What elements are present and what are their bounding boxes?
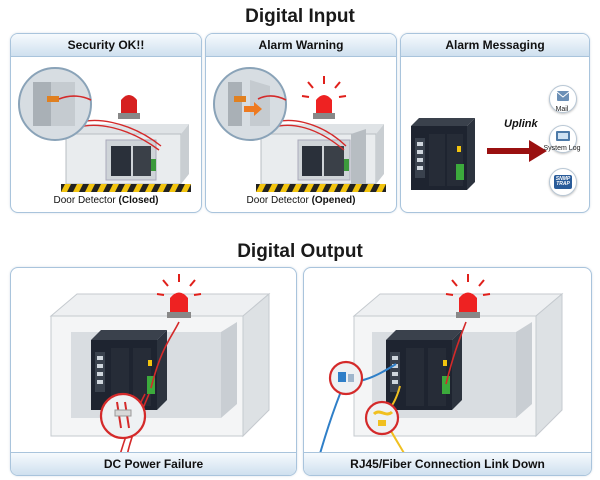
snmp-trap-icon: SNMP TRAP	[549, 168, 577, 196]
dc-power-failure-label: DC Power Failure	[11, 452, 296, 475]
alarm-messaging-illustration	[411, 118, 547, 190]
alarm-light-active-icon	[445, 274, 491, 318]
door-detector-label: Door Detector	[246, 195, 312, 206]
industrial-switch-icon	[386, 330, 462, 410]
alarm-light-icon	[118, 95, 140, 119]
alarm-warning-heading: Alarm Warning	[206, 34, 396, 57]
digital-output-title: Digital Output	[237, 241, 363, 262]
link-down-illustration	[313, 274, 564, 475]
door-opened-illustration	[213, 67, 386, 192]
mail-label: Mail	[555, 106, 569, 113]
industrial-switch-icon	[411, 118, 475, 190]
uplink-label: Uplink	[504, 118, 538, 130]
door-closed-caption: Door Detector (Closed)	[11, 195, 201, 206]
alarm-warning-panel: Alarm Warning	[205, 33, 397, 213]
door-state-opened: (Opened)	[311, 195, 356, 206]
dc-power-failure-panel: DC Power Failure	[10, 267, 297, 476]
link-down-panel: RJ45/Fiber Connection Link Down	[303, 267, 592, 476]
mail-icon	[549, 85, 577, 113]
alarm-messaging-panel: Alarm Messaging Uplink Mail System Log	[400, 33, 590, 213]
snmp-trap-text: SNMP TRAP	[555, 176, 571, 187]
alarm-light-active-icon	[156, 274, 202, 318]
door-detector-label: Door Detector	[53, 195, 119, 206]
digital-input-title: Digital Input	[245, 6, 355, 27]
security-ok-panel: Security OK!! Do	[10, 33, 202, 213]
system-log-label: System Log	[543, 145, 581, 152]
door-opened-caption: Door Detector (Opened)	[206, 195, 396, 206]
link-down-label: RJ45/Fiber Connection Link Down	[304, 452, 591, 475]
system-log-icon	[549, 125, 577, 153]
door-state-closed: (Closed)	[118, 195, 159, 206]
dc-power-failure-illustration	[49, 274, 271, 475]
alarm-messaging-heading: Alarm Messaging	[401, 34, 589, 57]
door-closed-illustration	[18, 67, 191, 192]
uplink-arrow-icon	[487, 140, 547, 162]
security-ok-heading: Security OK!!	[11, 34, 201, 57]
alarm-light-active-icon	[301, 76, 347, 119]
